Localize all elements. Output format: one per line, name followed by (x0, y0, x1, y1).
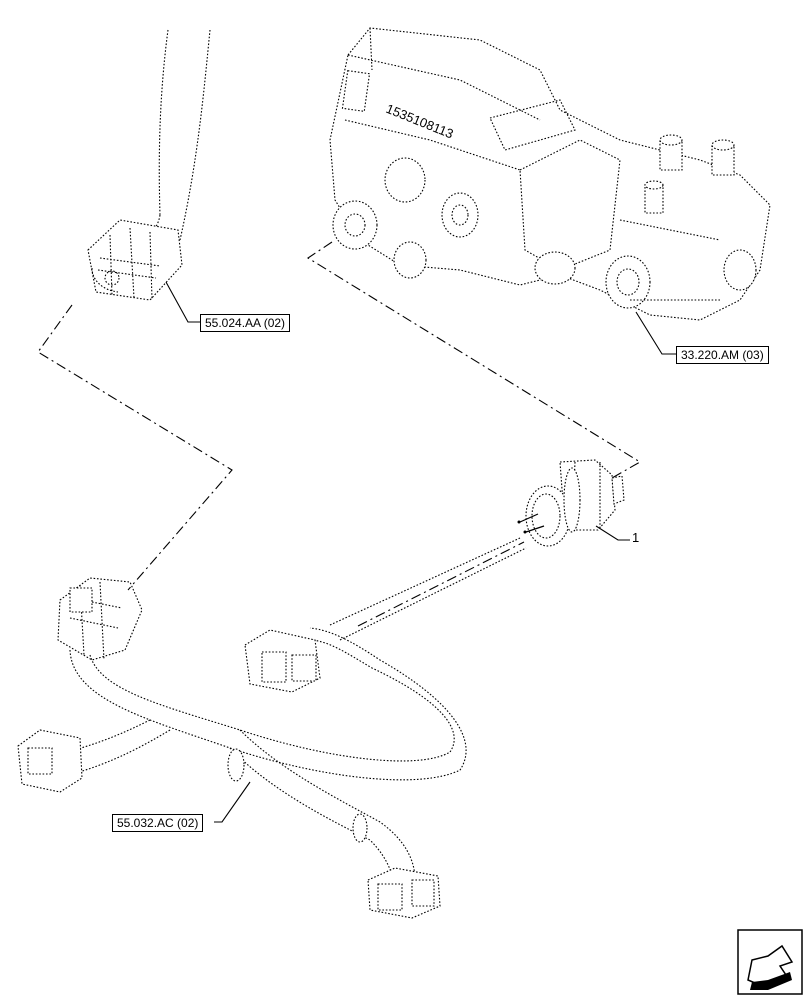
wiring-harness (17, 537, 527, 919)
connector-reference-label[interactable]: 55.024.AA (02) (200, 314, 291, 332)
next-page-arrow-icon[interactable] (737, 929, 803, 995)
leader-lines (165, 281, 676, 823)
sensor-callout-number: 1 (632, 530, 640, 545)
pressure-sensor (517, 459, 625, 547)
valve-reference-label[interactable]: 33.220.AM (03) (676, 346, 769, 364)
top-connector (87, 219, 183, 301)
harness-reference-label[interactable]: 55.032.AC (02) (112, 814, 204, 832)
valve-block: 1535108113 (329, 27, 771, 321)
upper-cable (139, 29, 211, 241)
assembly-lines (37, 241, 642, 627)
